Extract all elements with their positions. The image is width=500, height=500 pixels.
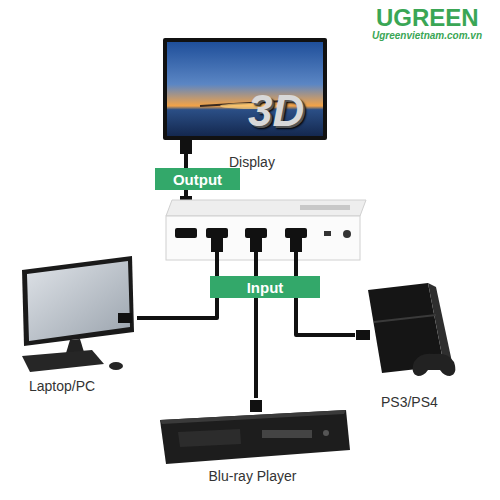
game-controller <box>413 354 456 376</box>
hdmi-plug <box>118 313 132 323</box>
keyboard <box>22 350 104 372</box>
player-device: Blu-ray Player <box>155 398 350 484</box>
hdmi-plug <box>180 140 192 154</box>
node-label: PS3/PS4 <box>355 394 460 410</box>
website-watermark: Ugreenvietnam.com.vn <box>372 30 482 41</box>
hdmi-cable-connector <box>186 140 187 168</box>
node-label: Blu-ray Player <box>155 468 350 484</box>
hdmi-cable-connector <box>256 298 257 398</box>
player-tray <box>178 429 241 447</box>
hdmi-plug <box>250 238 262 252</box>
cable-line <box>254 298 258 398</box>
node-label: Output <box>173 171 222 188</box>
output-band: Output <box>155 168 240 190</box>
player-display <box>262 430 312 438</box>
brand-logo: UGREEN <box>376 4 479 32</box>
hdmi-plug <box>250 400 262 412</box>
tv-frame <box>163 38 327 140</box>
hdmi-plug <box>356 330 370 340</box>
hdmi-port <box>245 228 267 238</box>
cable-line <box>137 298 217 318</box>
hdmi-port <box>175 228 197 238</box>
power-jack <box>343 230 351 238</box>
tv-screen <box>167 42 323 136</box>
input-band: Input <box>210 276 320 298</box>
monitor-frame <box>22 256 134 346</box>
laptop-device: Laptop/PC <box>15 252 137 394</box>
hdmi-cable-connector <box>296 298 355 335</box>
player-button <box>323 430 329 436</box>
player-body <box>160 410 350 464</box>
player-top-edge <box>160 410 346 424</box>
switch-body <box>166 216 360 260</box>
console-side <box>428 283 452 366</box>
console-device: PS3/PS4 <box>355 278 460 410</box>
hdmi-plug <box>290 238 302 252</box>
hdmi-port <box>285 228 307 238</box>
switch-badge <box>300 205 350 210</box>
mouse <box>109 362 123 370</box>
switch-button <box>324 231 331 236</box>
monitor-stand <box>66 339 84 353</box>
monitor-screen <box>27 261 130 341</box>
cable-line <box>184 140 188 168</box>
node-label: Input <box>247 279 284 296</box>
console-groove <box>374 315 436 322</box>
3d-badge: 3D <box>248 86 304 136</box>
hdmi-plug <box>211 238 223 252</box>
switch-top <box>166 200 366 216</box>
hdmi-cable-connector <box>137 298 217 318</box>
cable-line <box>296 298 355 335</box>
node-label: Laptop/PC <box>15 378 137 394</box>
hdmi-port <box>206 228 228 238</box>
